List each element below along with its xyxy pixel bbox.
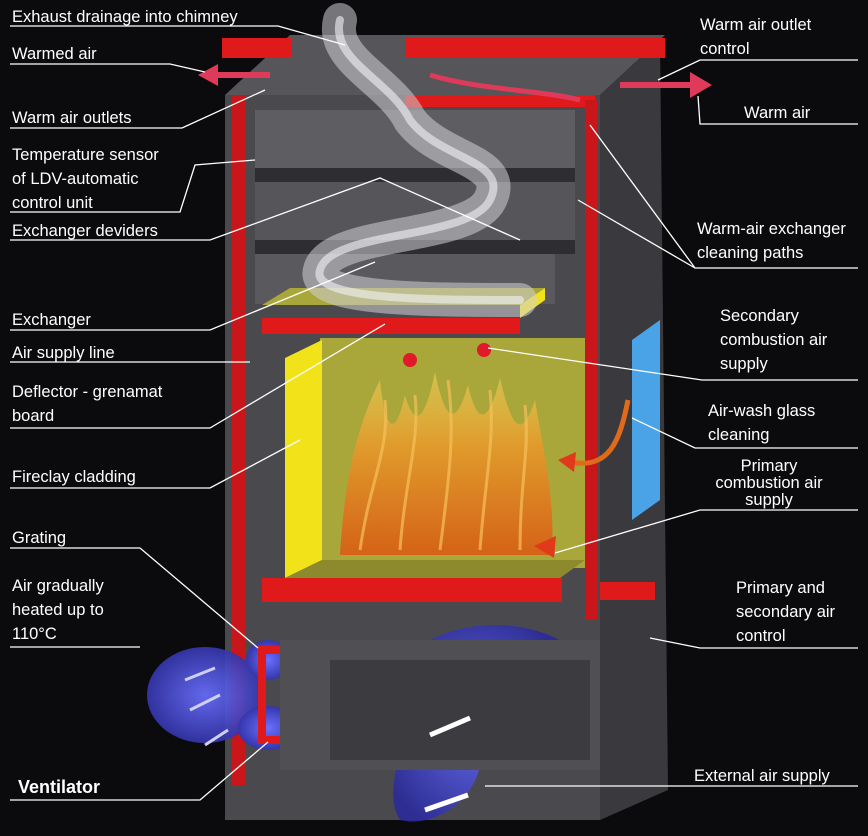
- label-exchanger-deviders: Exchanger deviders: [12, 219, 158, 243]
- label-deflector: Deflector - grenamat board: [12, 380, 162, 428]
- top-frame-right: [405, 38, 665, 58]
- stove-base-inner: [330, 660, 590, 760]
- warm-air-arrow-left-head: [198, 64, 218, 86]
- label-air-supply-line: Air supply line: [12, 341, 115, 365]
- label-air-gradually-heated: Air gradually heated up to 110°C: [12, 574, 104, 646]
- label-primary-combustion-air: Primary combustion air supply: [700, 458, 838, 509]
- label-ventilator: Ventilator: [18, 775, 100, 799]
- deflector-red: [262, 318, 520, 334]
- secondary-air-jet-2: [477, 343, 491, 357]
- ash-frame-right: [600, 582, 655, 600]
- label-secondary-combustion-air: Secondary combustion air supply: [720, 304, 827, 376]
- label-warm-air-exchanger-cleaning: Warm-air exchanger cleaning paths: [697, 217, 846, 265]
- fireclay-left: [285, 340, 322, 578]
- label-warm-air-outlets: Warm air outlets: [12, 106, 132, 130]
- firebox-floor: [285, 560, 585, 578]
- label-external-air-supply: External air supply: [694, 764, 830, 788]
- leader-warm-outlet-control: [658, 60, 858, 80]
- label-grating: Grating: [12, 526, 66, 550]
- label-fireclay-cladding: Fireclay cladding: [12, 465, 136, 489]
- ash-frame: [262, 578, 562, 602]
- label-exhaust-drainage: Exhaust drainage into chimney: [12, 5, 238, 29]
- label-warm-air-outlet-control: Warm air outlet control: [700, 13, 811, 61]
- warm-air-arrow-right-head: [690, 72, 712, 98]
- label-warm-air: Warm air: [744, 101, 810, 125]
- top-frame-left: [222, 38, 292, 58]
- label-exchanger: Exchanger: [12, 308, 91, 332]
- label-temperature-sensor: Temperature sensor of LDV-automatic cont…: [12, 143, 159, 215]
- secondary-air-jet-1: [403, 353, 417, 367]
- exchanger-divider-1: [255, 168, 575, 182]
- label-warmed-air: Warmed air: [12, 42, 97, 66]
- label-primary-secondary-control: Primary and secondary air control: [736, 576, 835, 648]
- label-air-wash-glass: Air-wash glass cleaning: [708, 399, 815, 447]
